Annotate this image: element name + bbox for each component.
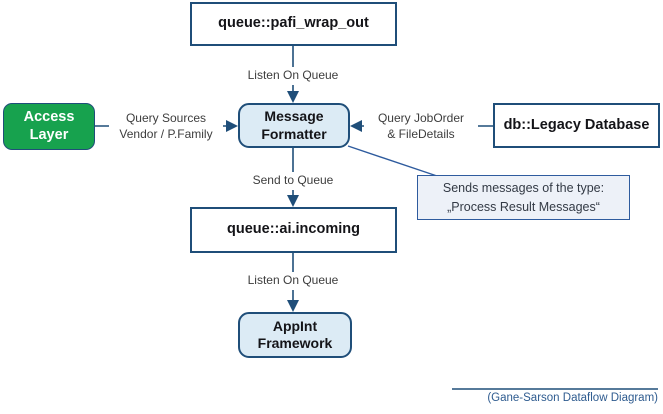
arrowhead-right-icon bbox=[226, 120, 238, 132]
edge-label-query-sources: Query Sources Vendor / P.Family bbox=[109, 110, 223, 144]
arrowhead-left-icon bbox=[350, 120, 362, 132]
edge-label-send-to-queue: Send to Queue bbox=[238, 172, 348, 190]
note-connector-line bbox=[347, 145, 438, 177]
arrowhead-down-icon bbox=[287, 195, 299, 207]
diagram-caption: (Gane-Sarson Dataflow Diagram) bbox=[487, 392, 658, 404]
arrowhead-down-icon bbox=[287, 300, 299, 312]
note-sends-messages: Sends messages of the type: „Process Res… bbox=[417, 175, 630, 220]
node-queue-pafi-wrap-out: queue::pafi_wrap_out bbox=[190, 2, 397, 46]
node-queue-ai-incoming: queue::ai.incoming bbox=[190, 207, 397, 253]
arrowhead-down-icon bbox=[287, 91, 299, 103]
edge-label-listen-on-queue-bottom: Listen On Queue bbox=[230, 272, 356, 290]
edge-label-listen-on-queue-top: Listen On Queue bbox=[230, 67, 356, 85]
node-message-formatter: Message Formatter bbox=[238, 103, 350, 148]
node-appint-framework: AppInt Framework bbox=[238, 312, 352, 358]
edge-label-query-joborder: Query JobOrder & FileDetails bbox=[364, 110, 478, 144]
node-access-layer: Access Layer bbox=[3, 103, 95, 150]
node-db-legacy-database: db::Legacy Database bbox=[493, 103, 660, 148]
